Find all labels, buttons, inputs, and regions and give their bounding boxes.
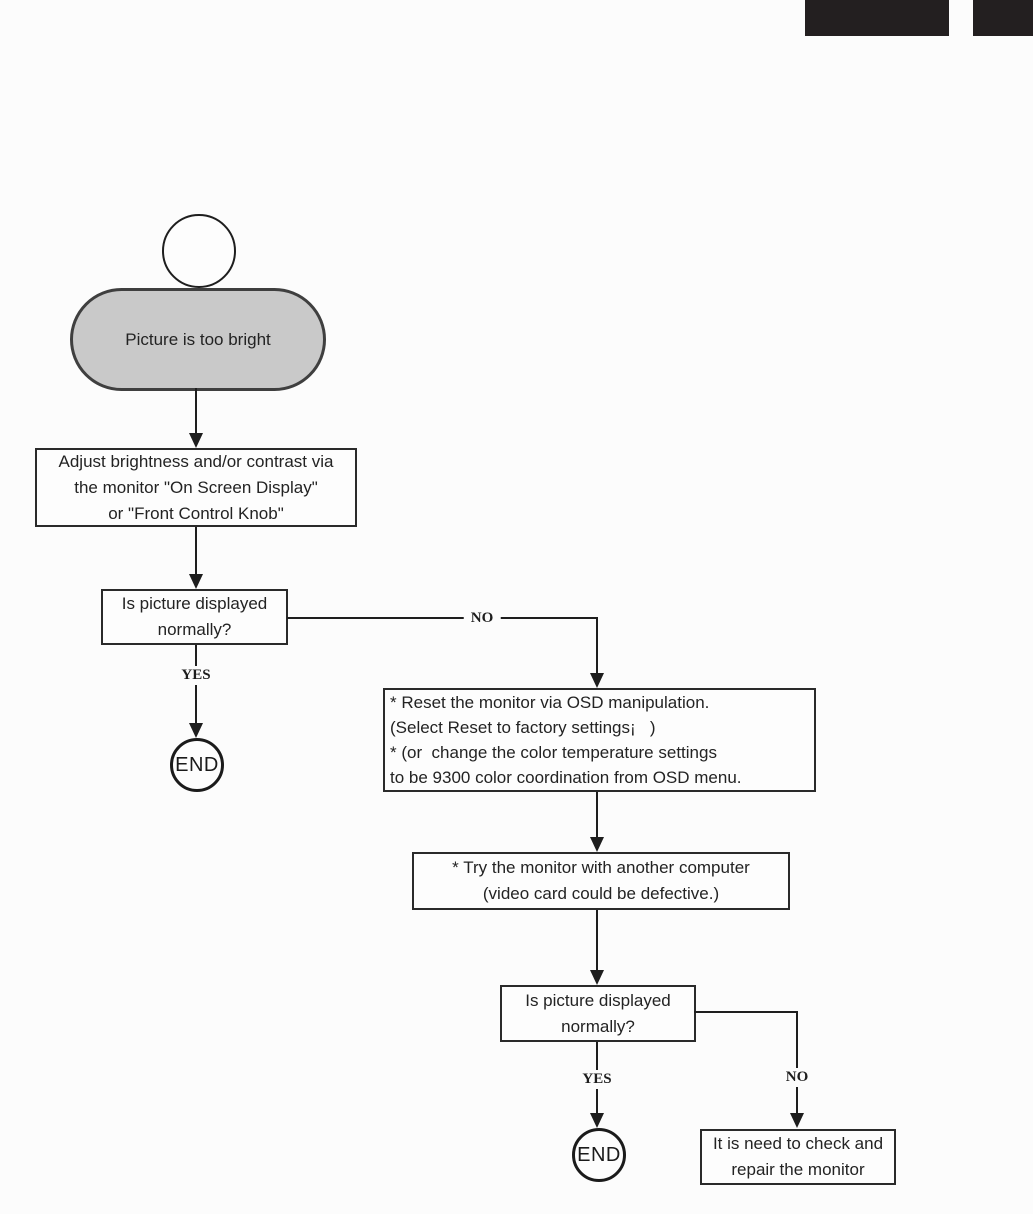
start-terminal-label: Picture is too bright [125, 329, 271, 349]
arrowhead-adjust [189, 433, 203, 448]
reset-line-2: (Select Reset to factory settings¡ ) [390, 718, 656, 737]
decision2-line-2: normally? [561, 1016, 635, 1036]
connector-decision1-no-vertical [596, 617, 598, 673]
try-line-1: * Try the monitor with another computer [452, 858, 750, 877]
arrowhead-end2 [590, 1113, 604, 1128]
reset-line-1: * Reset the monitor via OSD manipulation… [390, 693, 710, 712]
adjust-line-2: the monitor "On Screen Display" [74, 477, 318, 497]
decision1-no-label: NO [463, 609, 501, 628]
decision2-box: Is picture displayed normally? [500, 985, 696, 1042]
connector-decision2-no-horizontal [694, 1011, 798, 1013]
adjust-brightness-box: Adjust brightness and/or contrast via th… [35, 448, 357, 527]
header-bar-right [973, 0, 1033, 36]
connector-reset-to-try [596, 792, 598, 838]
arrowhead-decision2 [590, 970, 604, 985]
decision2-line-1: Is picture displayed [525, 990, 671, 1010]
reset-monitor-box: * Reset the monitor via OSD manipulation… [383, 688, 816, 792]
end2-label: END [577, 1143, 621, 1166]
decision2-yes-label: YES [575, 1070, 619, 1089]
decision1-line-2: normally? [157, 620, 232, 639]
start-terminal: Picture is too bright [70, 288, 326, 391]
connector-try-to-decision2 [596, 910, 598, 971]
reset-line-3: * (or change the color temperature setti… [390, 743, 717, 762]
end1-label: END [175, 753, 219, 776]
decision2-no-label: NO [778, 1068, 816, 1087]
reset-line-4: to be 9300 color coordination from OSD m… [390, 768, 742, 787]
connector-start-to-adjust [195, 388, 197, 434]
connector-circle [162, 214, 236, 288]
adjust-line-1: Adjust brightness and/or contrast via [58, 451, 334, 471]
arrowhead-reset-box [590, 673, 604, 688]
repair-line-2: repair the monitor [731, 1160, 865, 1179]
end2-terminal: END [572, 1128, 626, 1182]
try-another-computer-box: * Try the monitor with another computer … [412, 852, 790, 910]
connector-decision2-no-vertical [796, 1011, 798, 1114]
arrowhead-decision1 [189, 574, 203, 589]
decision1-line-1: Is picture displayed [121, 594, 268, 613]
arrowhead-end1 [189, 723, 203, 738]
arrowhead-try-box [590, 837, 604, 852]
arrowhead-repair-box [790, 1113, 804, 1128]
end1-terminal: END [170, 738, 224, 792]
repair-line-1: It is need to check and [712, 1134, 884, 1153]
decision1-box: Is picture displayed normally? [101, 589, 288, 645]
repair-monitor-box: It is need to check and repair the monit… [700, 1129, 896, 1185]
decision1-yes-label: YES [174, 666, 218, 685]
try-line-2: (video card could be defective.) [482, 884, 720, 903]
connector-decision1-no-horizontal [287, 617, 598, 619]
adjust-line-3: or "Front Control Knob" [108, 503, 284, 523]
connector-adjust-to-decision1 [195, 527, 197, 575]
header-bar-left [805, 0, 949, 36]
